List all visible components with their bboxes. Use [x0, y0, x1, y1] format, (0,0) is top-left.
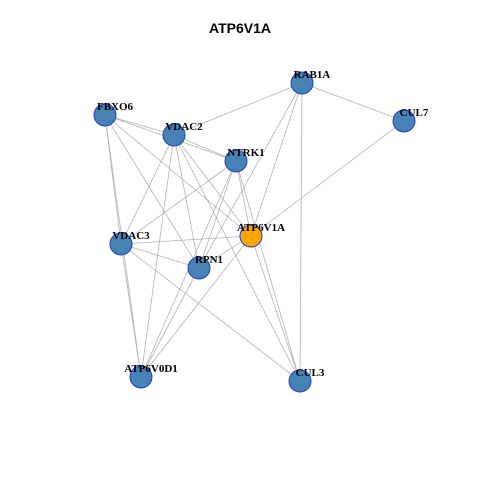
edge-rab1a-atp6v1a: [250, 82, 303, 237]
node-cul7: [392, 109, 416, 133]
edge-rab1a-vdac2: [173, 82, 303, 136]
node-atp6v1a: [239, 224, 263, 248]
figure-title: ATP6V1A: [209, 20, 271, 36]
node-label-atp6v0d1: ATP6V0D1: [124, 363, 178, 375]
node-label-vdac2: VDAC2: [165, 121, 203, 133]
edge-fbxo6-rpn1: [104, 114, 200, 269]
node-label-vdac3: VDAC3: [112, 230, 150, 242]
node-fbxo6: [93, 103, 117, 127]
node-label-fbxo6: FBXO6: [97, 101, 134, 113]
node-label-cul3: CUL3: [296, 367, 325, 379]
edge-vdac3-cul3: [120, 243, 301, 382]
node-atp6v0d1: [129, 365, 153, 389]
edge-rab1a-rpn1: [198, 82, 303, 269]
edge-fbxo6-atp6v1a: [104, 114, 252, 237]
node-label-rpn1: RPN1: [195, 254, 223, 266]
edge-rab1a-cul3: [299, 82, 303, 382]
node-ntrk1: [224, 149, 248, 173]
node-vdac2: [162, 123, 186, 147]
edge-rab1a-cul7: [301, 82, 405, 122]
edge-vdac2-atp6v0d1: [140, 134, 175, 378]
node-vdac3: [109, 232, 133, 256]
nodes-layer: [93, 71, 416, 393]
node-label-atp6v1a: ATP6V1A: [237, 222, 285, 234]
edge-cul7-atp6v1a: [250, 120, 405, 237]
edge-vdac2-cul3: [173, 134, 301, 382]
node-cul3: [288, 369, 312, 393]
edge-vdac3-rpn1: [120, 243, 200, 269]
edge-atp6v1a-atp6v0d1: [140, 235, 252, 378]
node-rab1a: [290, 71, 314, 95]
edge-vdac3-atp6v0d1: [120, 243, 142, 378]
edge-vdac2-atp6v1a: [173, 134, 252, 237]
edge-vdac2-rpn1: [173, 134, 200, 269]
edge-vdac3-atp6v1a: [120, 235, 252, 245]
edge-ntrk1-vdac3: [120, 160, 237, 245]
edge-ntrk1-cul3: [235, 160, 301, 382]
edge-ntrk1-atp6v1a: [235, 160, 252, 237]
edge-rpn1-atp6v0d1: [140, 267, 200, 378]
edge-atp6v1a-cul3: [250, 235, 301, 382]
edge-fbxo6-vdac2: [104, 114, 175, 136]
edge-ntrk1-rpn1: [198, 160, 237, 269]
node-label-rab1a: RAB1A: [294, 69, 331, 81]
node-label-cul7: CUL7: [400, 107, 429, 119]
edge-vdac2-vdac3: [120, 134, 175, 245]
node-rpn1: [187, 256, 211, 280]
node-label-ntrk1: NTRK1: [227, 147, 264, 159]
